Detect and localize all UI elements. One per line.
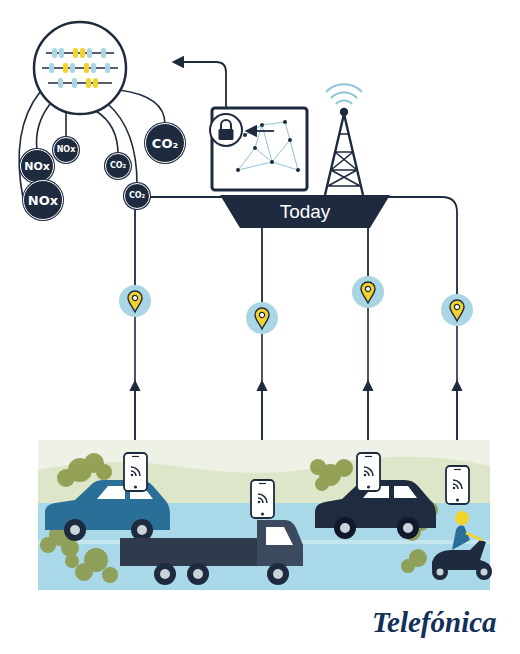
- emission-label: CO₂: [110, 162, 126, 170]
- phone-icon: [446, 466, 469, 504]
- street-scene: [38, 440, 490, 590]
- exhaust-smoke: [40, 453, 438, 583]
- lock-body: [219, 129, 234, 140]
- emission-circle: CO₂: [145, 123, 185, 163]
- data-circle-outline: [34, 22, 126, 114]
- location-pin: [441, 294, 473, 326]
- emission-label: CO₂: [152, 137, 178, 150]
- scene-sky: [38, 440, 490, 590]
- network-graph: [238, 122, 298, 170]
- flow-arrow: [247, 130, 274, 132]
- phone-icon: [251, 480, 274, 518]
- wire: [388, 197, 457, 294]
- laptop: [212, 108, 307, 190]
- band-label: Today: [280, 202, 331, 221]
- emission-label: NOx: [24, 161, 50, 172]
- wire: [261, 226, 263, 302]
- tower-top: [341, 109, 347, 115]
- lead-line: [65, 113, 67, 138]
- emission-circle: NOx: [23, 180, 63, 220]
- location-pin: [119, 285, 151, 317]
- emission-label: NOx: [28, 194, 58, 207]
- location-pin: [352, 276, 384, 308]
- scooter: [432, 511, 492, 580]
- signal-waves: [326, 84, 362, 104]
- emission-circle: CO₂: [124, 183, 150, 209]
- lead-line: [37, 104, 50, 150]
- band-fill: [220, 195, 390, 228]
- abacus-rod: [48, 82, 112, 84]
- lock-icon: [210, 114, 242, 146]
- abacus-beads: [49, 48, 110, 88]
- data-circle: [34, 22, 126, 114]
- emission-label: NOx: [57, 146, 76, 154]
- flow-arrow: [174, 62, 226, 113]
- emission-label: CO₂: [129, 192, 145, 200]
- tower-legs: [325, 114, 363, 195]
- laptop-screen: [212, 108, 307, 190]
- emission-circle: NOx: [20, 149, 54, 183]
- phone-icon: [357, 453, 380, 491]
- wire: [135, 197, 222, 285]
- lock-shackle: [221, 120, 231, 129]
- lead-line: [96, 111, 118, 154]
- lock-circle: [210, 114, 242, 146]
- blue-car: [45, 480, 170, 541]
- data-wires: [135, 197, 457, 302]
- emission-circle: NOx: [53, 137, 79, 163]
- cell-tower: [325, 109, 363, 195]
- today-band: Today: [220, 195, 390, 228]
- tower-lattice: [328, 134, 360, 186]
- network-nodes: [236, 120, 300, 172]
- emission-circle: CO₂: [105, 153, 131, 179]
- brand-logo: Telefónica: [372, 608, 497, 637]
- wire: [367, 226, 369, 276]
- lead-line: [119, 90, 165, 124]
- truck: [120, 520, 303, 585]
- phone-icon: [124, 453, 147, 491]
- location-pin: [246, 302, 278, 334]
